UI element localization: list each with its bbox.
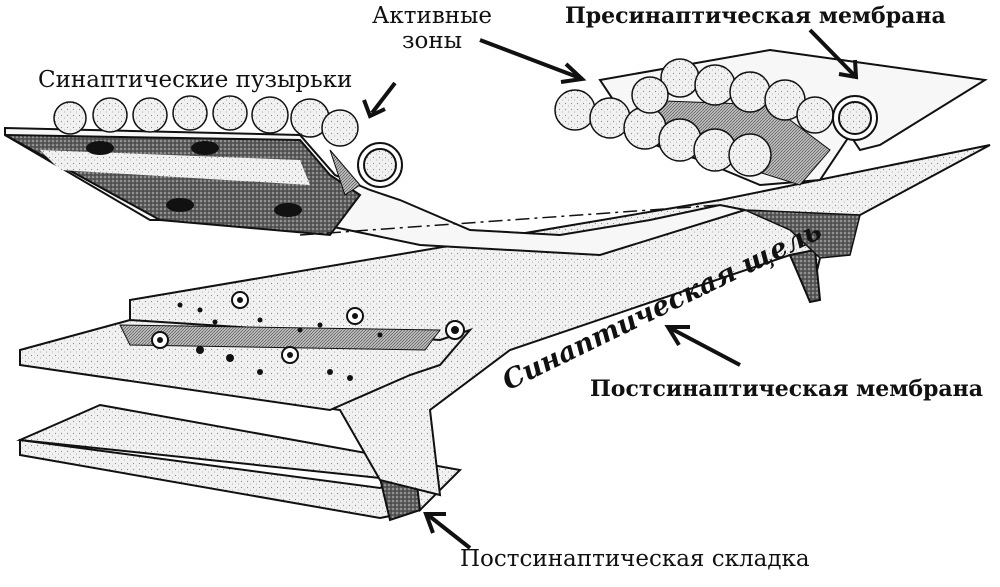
presynaptic-membrane-label: Пресинаптическая мембрана bbox=[565, 3, 946, 29]
arrow-icon bbox=[664, 325, 741, 367]
postsynaptic-receptor-layer bbox=[19, 291, 474, 412]
arrow-icon bbox=[423, 512, 472, 550]
presynaptic-active-zone bbox=[554, 48, 988, 187]
vesicle-row-left bbox=[53, 95, 359, 147]
arrow-icon bbox=[362, 81, 397, 119]
postsynaptic-membrane-sheet bbox=[129, 144, 991, 497]
active-zones-label: Активные зоны bbox=[372, 3, 493, 55]
arrow-icon bbox=[808, 28, 859, 80]
active-zones-label-line2: зоны bbox=[402, 28, 463, 55]
postsynaptic-fold-label: Постсинаптическая складка bbox=[460, 546, 810, 572]
vesicle-cluster-right bbox=[554, 58, 834, 177]
arrow-icon bbox=[479, 38, 587, 84]
postsynaptic-membrane-label: Постсинаптическая мембрана bbox=[590, 376, 984, 402]
synaptic-vesicles-label: Синаптические пузырьки bbox=[38, 67, 353, 93]
presynaptic-terminal bbox=[4, 95, 746, 257]
active-zones-label-line1: Активные bbox=[372, 3, 493, 29]
